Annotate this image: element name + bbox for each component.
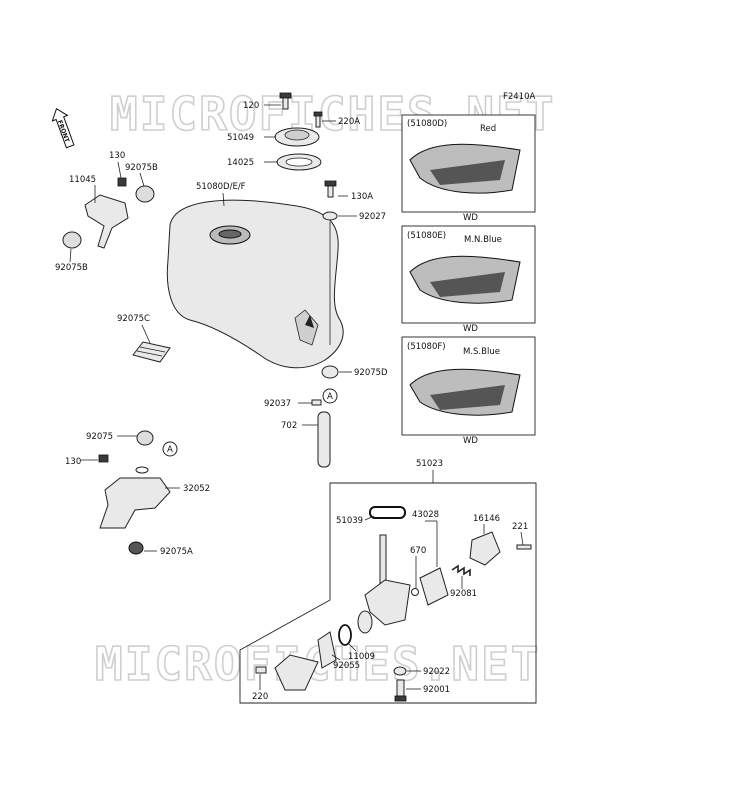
svg-text:M.S.Blue: M.S.Blue [463,347,500,357]
label-92075C: 92075C [117,314,150,324]
label-702: 702 [281,421,297,431]
lower-bracket-32052 [98,430,171,555]
label-43028: 43028 [412,510,439,520]
label-92075A: 92075A [160,547,193,557]
svg-text:(51080F): (51080F) [407,342,446,352]
label-32052: 32052 [183,484,210,494]
label-92075D: 92075D [354,368,388,378]
fuel-cock-parts [255,506,532,702]
ref-A-bracket: A [167,445,173,455]
label-92075B-bottom: 92075B [55,263,88,273]
label-11045: 11045 [69,175,96,185]
label-51023: 51023 [416,459,443,469]
label-14025: 14025 [227,158,254,168]
label-92001: 92001 [423,685,450,695]
svg-text:M.N.Blue: M.N.Blue [464,235,502,245]
label-16146: 16146 [473,514,500,524]
label-51080DEF: 51080D/E/F [196,182,246,192]
label-92022: 92022 [423,667,450,677]
svg-text:(51080D): (51080D) [407,119,447,129]
label-130-top: 130 [109,151,125,161]
label-220: 220 [252,692,268,702]
label-120: 120 [243,101,259,111]
fuel-tank [166,199,344,369]
label-51049: 51049 [227,133,254,143]
svg-text:WD: WD [463,213,478,223]
label-221: 221 [512,522,528,532]
svg-text:WD: WD [463,436,478,446]
label-92037: 92037 [264,399,291,409]
diagram-code: F2410A [503,92,536,102]
fuel-cock-group-frame [239,482,537,704]
label-130-bottom: 130 [65,457,81,467]
svg-text:Red: Red [480,124,496,134]
label-11009: 11009 [348,652,375,662]
ref-A-tank: A [327,392,333,402]
label-92081: 92081 [450,589,477,599]
variant-box-51080E: (51080E) M.N.Blue WD [401,225,536,334]
label-92075B-top: 92075B [125,163,158,173]
label-220A: 220A [338,117,360,127]
label-51039: 51039 [336,516,363,526]
variant-box-51080F: (51080F) M.S.Blue WD [401,336,536,446]
label-92075: 92075 [86,432,113,442]
watermark-bottom: MICROFICHES.NET [95,637,540,691]
label-130A: 130A [351,192,373,202]
front-bracket-11045 [62,177,155,249]
label-670: 670 [410,546,426,556]
label-92055: 92055 [333,661,360,671]
front-arrow-icon: FRONT [51,107,75,149]
svg-text:(51080E): (51080E) [407,231,446,241]
svg-text:WD: WD [463,324,478,334]
variant-box-51080D: (51080D) Red WD [401,114,536,223]
label-92027: 92027 [359,212,386,222]
fuel-cap-assembly [274,92,323,171]
damper-pad-92075C [132,341,171,363]
